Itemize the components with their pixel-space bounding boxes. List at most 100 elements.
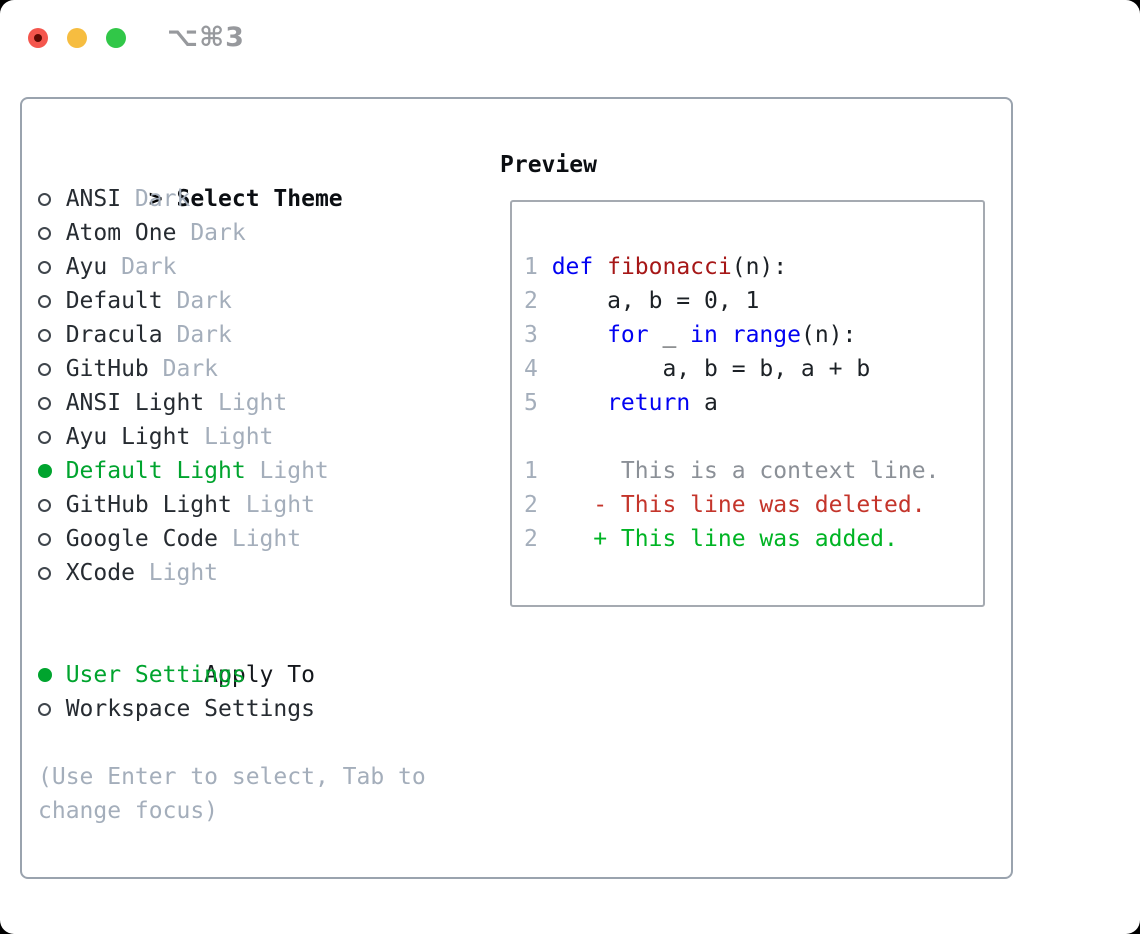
theme-option-github[interactable]: GitHub Dark [38, 352, 493, 386]
code-line-1: 1 def fibonacci(n): [524, 250, 983, 284]
maximize-button[interactable] [106, 28, 126, 48]
code-line-5: 5 return a [524, 386, 983, 420]
code-token-plain [552, 390, 607, 416]
radio-unselected-icon [38, 216, 66, 250]
code-token-kw: return [607, 390, 691, 416]
radio-unselected-icon [38, 318, 66, 352]
code-token-kw: def [551, 254, 594, 280]
theme-variant-label: Dark [121, 254, 177, 280]
diff-line-ctx: 1 This is a context line. [524, 454, 983, 488]
theme-option-atom-one[interactable]: Atom One Dark [38, 216, 493, 250]
theme-variant-label: Dark [176, 288, 232, 314]
theme-name: GitHub [65, 356, 149, 382]
diff-text-ctx: This is a context line. [551, 458, 940, 484]
code-token-plain: a [690, 390, 718, 416]
code-token-plain: a, b = 0, 1 [551, 288, 760, 314]
radio-ring [38, 363, 51, 376]
diff-line-add: 2 + This line was added. [524, 522, 983, 556]
theme-variant-label: Dark [134, 186, 191, 212]
select-theme-title: Select Theme [176, 186, 343, 212]
theme-name: ANSI Light [65, 390, 205, 416]
code-token-plain [593, 254, 607, 280]
apply-option-user-settings[interactable]: User Settings [38, 658, 493, 692]
theme-variant-label: Light [231, 526, 302, 552]
theme-name: GitHub Light [65, 492, 232, 518]
theme-variant-label: Dark [190, 220, 246, 246]
theme-name: Atom One [65, 220, 177, 246]
radio-dot [38, 668, 52, 682]
radio-dot [38, 464, 52, 478]
code-token-plain: a, b = b, a + b [551, 356, 871, 382]
code-token-kw: for [607, 322, 649, 348]
minimize-button[interactable] [67, 28, 87, 48]
apply-option-workspace-settings[interactable]: Workspace Settings [38, 692, 493, 726]
apply-to-header: Apply To [38, 624, 493, 688]
theme-name: Default [65, 288, 163, 314]
close-button[interactable] [28, 28, 48, 48]
radio-unselected-icon [38, 420, 66, 454]
radio-ring [38, 261, 51, 274]
theme-option-github-light[interactable]: GitHub Light Light [38, 488, 493, 522]
code-line-3: 3 for _ in range(n): [524, 318, 983, 352]
code-token-plain: _ [648, 322, 691, 348]
theme-option-ansi-light[interactable]: ANSI Light Light [38, 386, 493, 420]
theme-option-google-code[interactable]: Google Code Light [38, 522, 493, 556]
window-title-shortcut: ⌥⌘3 [167, 22, 245, 53]
radio-unselected-icon [38, 352, 66, 386]
code-token-plain [718, 322, 732, 348]
diff-line-del: 2 - This line was deleted. [524, 488, 983, 522]
theme-option-ansi[interactable]: ANSI Dark [38, 182, 493, 216]
line-number: 5 [524, 390, 538, 416]
hint-text: (Use Enter to select, Tab to change focu… [38, 764, 426, 824]
radio-ring [38, 227, 51, 240]
code-token-plain: (n): [800, 322, 857, 348]
theme-name: Default Light [65, 458, 246, 484]
theme-name: Google Code [65, 526, 219, 552]
select-theme-header: > Select Theme [38, 148, 493, 212]
code-token-kw: range [731, 322, 801, 348]
radio-unselected-icon [38, 182, 66, 216]
apply-option-label: Workspace Settings [65, 696, 315, 722]
line-number: 2 [524, 492, 538, 518]
line-number: 1 [524, 254, 538, 280]
radio-unselected-icon [38, 386, 66, 420]
radio-selected-icon [38, 454, 66, 488]
theme-variant-label: Dark [162, 356, 219, 382]
radio-ring [38, 499, 51, 512]
diff-preview: 1 This is a context line.2 - This line w… [524, 454, 983, 556]
radio-unselected-icon [38, 250, 66, 284]
selection-caret-icon: > [148, 186, 163, 212]
code-token-plain: (n): [731, 254, 788, 280]
theme-variant-label: Light [245, 492, 315, 518]
radio-unselected-icon [38, 556, 66, 590]
theme-option-default[interactable]: Default Dark [38, 284, 493, 318]
theme-name: ANSI [65, 186, 122, 212]
radio-unselected-icon [38, 284, 66, 318]
window-controls [28, 28, 126, 48]
theme-name: Ayu [65, 254, 108, 280]
diff-text-del: - This line was deleted. [551, 492, 926, 518]
code-line-4: 4 a, b = b, a + b [524, 352, 983, 386]
theme-variant-label: Dark [176, 322, 232, 348]
theme-option-ayu[interactable]: Ayu Dark [38, 250, 493, 284]
code-token-fn: fibonacci [607, 254, 732, 280]
code-token-plain [552, 322, 607, 348]
radio-unselected-icon [38, 488, 66, 522]
radio-ring [38, 329, 51, 342]
radio-ring [38, 567, 51, 580]
theme-name: Ayu Light [65, 424, 191, 450]
apply-option-label: User Settings [65, 662, 246, 688]
theme-variant-label: Light [218, 390, 288, 416]
radio-ring [38, 295, 51, 308]
radio-ring [38, 431, 51, 444]
